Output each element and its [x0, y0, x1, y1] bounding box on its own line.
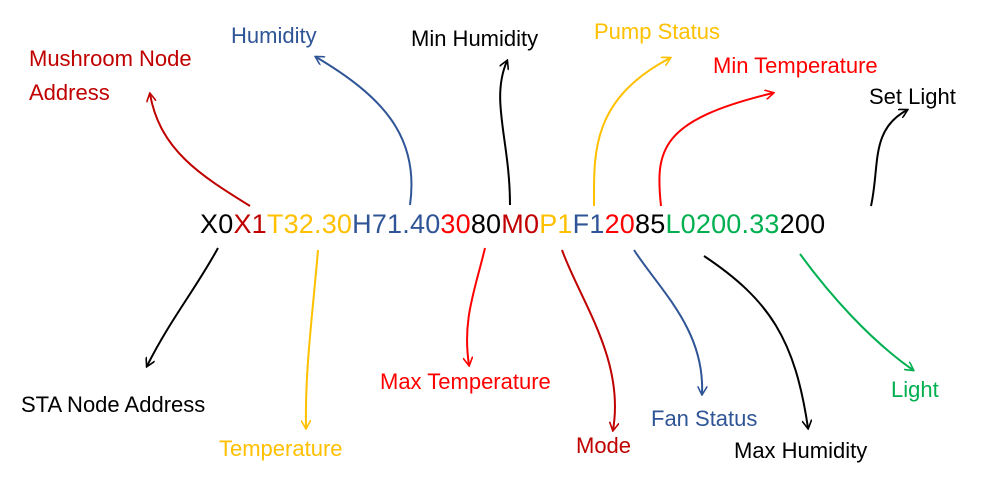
code-segment: F1 [572, 209, 605, 239]
label-temperature: Temperature [219, 436, 343, 461]
label-humidity: Humidity [231, 23, 317, 48]
code-segment: X0 [200, 209, 234, 239]
code-segment: 20 [604, 209, 635, 239]
label-set-light: Set Light [869, 84, 956, 109]
arrow-mode [561, 249, 615, 430]
arrow-min-temperature [658, 93, 773, 207]
label-pump-status: Pump Status [594, 19, 720, 44]
encoded-message: X0X1T32.30H71.403080M0P1F12085L0200.3320… [200, 211, 825, 238]
code-segment: 30 [440, 209, 471, 239]
label-fan-status: Fan Status [651, 406, 758, 431]
label-max-temperature: Max Temperature [380, 369, 551, 394]
arrow-min-humidity [499, 61, 511, 206]
arrow-fan-status [633, 249, 702, 394]
code-segment: 80 [470, 209, 502, 239]
arrow-sta-node-address [147, 247, 219, 366]
arrow-mushroom-node-address [150, 94, 251, 207]
label-max-humidity: Max Humidity [734, 438, 868, 463]
code-segment: M0 [501, 209, 540, 239]
code-segment: P1 [539, 209, 573, 239]
code-segment: 85 [635, 209, 666, 239]
arrow-light [799, 253, 913, 370]
label-mode: Mode [576, 433, 632, 458]
label-sta-node-address: STA Node Address [21, 392, 206, 417]
arrow-pump-status [592, 58, 670, 207]
arrow-set-light [870, 110, 907, 207]
arrow-max-humidity [703, 255, 808, 428]
label-min-temperature: Min Temperature [713, 53, 878, 78]
code-segment: 200 [779, 209, 826, 239]
code-segment: L0200.33 [665, 209, 780, 239]
label-mushroom-node-address-line2: Address [29, 80, 110, 105]
label-min-humidity: Min Humidity [411, 26, 539, 51]
arrow-max-temperature [467, 247, 486, 365]
code-segment: T32.30 [266, 209, 353, 239]
arrow-temperature [306, 249, 319, 428]
code-segment: H71.40 [352, 209, 441, 239]
arrow-humidity [316, 57, 413, 206]
code-segment: X1 [233, 209, 267, 239]
label-mushroom-node-address: Mushroom Node Address [29, 42, 192, 110]
label-mushroom-node-address-line1: Mushroom Node [29, 46, 192, 71]
label-light: Light [891, 377, 939, 402]
